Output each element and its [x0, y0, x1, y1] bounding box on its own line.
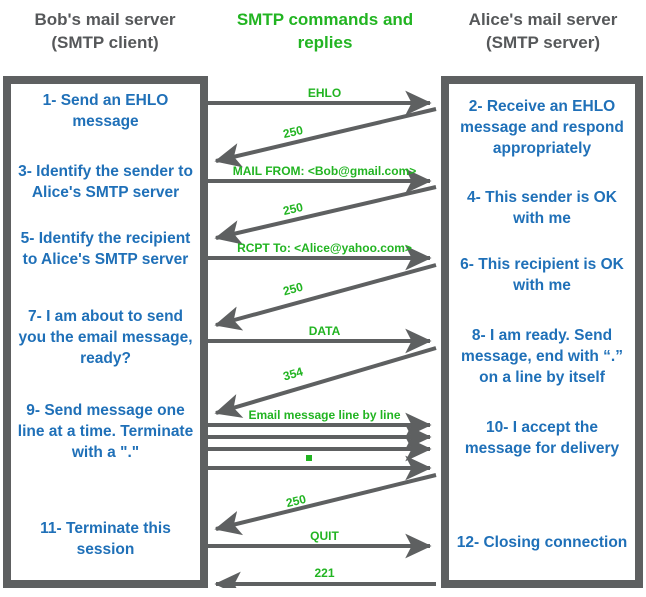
- client-step-11: 11- Terminate this session: [40, 520, 171, 558]
- arrow-reply-354: [214, 346, 437, 418]
- client-column-header: Bob's mail server (SMTP client): [2, 8, 208, 54]
- protocol-header-line2: replies: [297, 33, 353, 52]
- server-step-4: 4- This sender is OK with me: [467, 189, 617, 227]
- label-msg-ehlo: EHLO: [307, 86, 342, 100]
- label-msg-body-1: Email message line by line: [248, 408, 401, 422]
- server-steps-panel: 2- Receive an EHLO message and respond a…: [441, 76, 643, 588]
- label-msg-mail-from: MAIL FROM: <Bob@gmail.com>: [232, 164, 417, 178]
- protocol-header-line1: SMTP commands and: [236, 10, 414, 29]
- client-step-5: 5- Identify the recipient to Alice's SMT…: [20, 230, 191, 268]
- arrow-reply-250-d: [214, 473, 437, 536]
- client-header-line2: (SMTP client): [51, 33, 159, 52]
- server-header-line1: Alice's mail server: [468, 10, 618, 29]
- server-step-6: 6- This recipient is OK with me: [460, 256, 624, 294]
- server-step-10: 10- I accept the message for delivery: [464, 419, 620, 457]
- label-msg-quit: QUIT: [310, 529, 339, 543]
- arrow-reply-250-c: [214, 263, 437, 331]
- protocol-column-header: SMTP commands and replies: [212, 8, 438, 54]
- label-reply-221: 221: [314, 566, 335, 580]
- client-steps-list: 1- Send an EHLO message 3- Identify the …: [11, 84, 200, 580]
- server-step-8: 8- I am ready. Send message, end with “.…: [461, 327, 623, 386]
- server-step-12: 12- Closing connection: [456, 534, 628, 551]
- server-step-2: 2- Receive an EHLO message and respond a…: [460, 98, 624, 157]
- client-steps-panel: 1- Send an EHLO message 3- Identify the …: [3, 76, 208, 588]
- message-terminator-dot-icon: [306, 455, 312, 461]
- client-step-7: 7- I am about to send you the email mess…: [18, 308, 193, 367]
- server-steps-list: 2- Receive an EHLO message and respond a…: [449, 84, 635, 580]
- label-msg-data: DATA: [308, 324, 341, 338]
- arrow-reply-250-a: [214, 107, 437, 168]
- client-step-1: 1- Send an EHLO message: [42, 92, 169, 130]
- server-column-header: Alice's mail server (SMTP server): [440, 8, 646, 54]
- client-step-3: 3- Identify the sender to Alice's SMTP s…: [18, 163, 193, 201]
- client-header-line1: Bob's mail server: [34, 10, 176, 29]
- arrows-canvas: [208, 90, 437, 588]
- message-flow-channel: EHLO 250 MAIL FROM: <Bob@gmail.com> 250 …: [208, 76, 441, 588]
- server-header-line2: (SMTP server): [485, 33, 600, 52]
- client-step-9: 9- Send message one line at a time. Term…: [17, 402, 194, 461]
- arrow-reply-250-b: [214, 185, 437, 245]
- label-msg-rcpt-to: RCPT To: <Alice@yahoo.com>: [237, 241, 412, 255]
